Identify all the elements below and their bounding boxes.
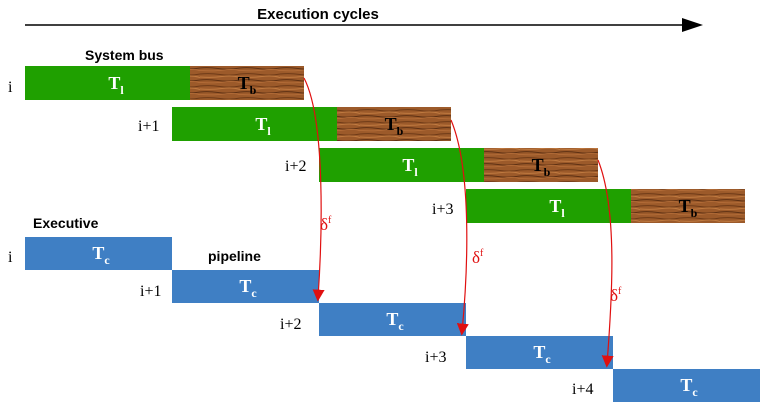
exec-row: i+1 Tc [140,270,319,303]
delay-arrow-curve [450,119,469,336]
exec-block-label: Tc [386,309,404,333]
bus-latency-label: Tl [549,196,565,220]
exec-block-label: Tc [680,375,698,399]
bus-transfer-block [631,189,745,223]
execution-cycles-title: Execution cycles [257,6,379,23]
exec-row: i+2 Tc [280,303,466,336]
exec-block-label: Tc [239,276,257,300]
bus-row-index: i+2 [285,158,306,175]
pipeline-heading: pipeline [208,248,261,264]
execution-cycles-axis: Execution cycles [25,6,703,32]
exec-block-label: Tc [533,342,551,366]
delay-label: δf [320,215,332,234]
bus-row: i Tl Tb [8,66,304,100]
bus-transfer-block [337,107,451,141]
exec-block [613,369,760,402]
exec-row-index: i+3 [425,349,446,366]
exec-block-label: Tc [92,243,110,267]
bus-row: i+2 Tl Tb [285,148,598,182]
exec-block [466,336,613,369]
exec-row-index: i+2 [280,316,301,333]
exec-block [319,303,466,336]
bus-row: i+3 Tl Tb [432,189,745,223]
delay-arrow: δf [597,159,622,368]
exec-row: i Tc [8,237,172,270]
exec-row-index: i [8,249,13,266]
bus-transfer-block [484,148,598,182]
bus-latency-block [172,107,337,141]
execution-cycles-arrowhead [682,18,703,32]
bus-transfer-label: Tb [532,155,551,179]
bus-latency-block [25,66,190,100]
bus-latency-block [466,189,631,223]
delay-arrow-curve [597,159,614,368]
bus-transfer-label: Tb [238,73,257,97]
exec-row: i+4 Tc [572,369,760,402]
delay-label: δf [472,248,484,267]
bus-latency-label: Tl [402,155,418,179]
exec-row-index: i+1 [140,283,161,300]
bus-row-index: i+1 [138,118,159,135]
bus-row-index: i+3 [432,201,453,218]
bus-row: i+1 Tl Tb [138,107,451,141]
bus-latency-block [319,148,484,182]
delay-arrow: δf [303,77,332,302]
delay-arrow-curve [303,77,325,302]
exec-row: i+3 Tc [425,336,613,369]
bus-transfer-block [190,66,304,100]
bus-transfer-label: Tb [385,114,404,138]
system-bus-heading: System bus [85,47,164,63]
bus-row-index: i [8,79,13,96]
bus-transfer-label: Tb [679,196,698,220]
bus-latency-label: Tl [255,114,271,138]
delay-label: δf [610,286,622,305]
exec-block [25,237,172,270]
delay-arrow: δf [450,119,484,336]
executive-heading: Executive [33,215,99,231]
exec-block [172,270,319,303]
exec-row-index: i+4 [572,381,593,398]
bus-latency-label: Tl [108,73,124,97]
